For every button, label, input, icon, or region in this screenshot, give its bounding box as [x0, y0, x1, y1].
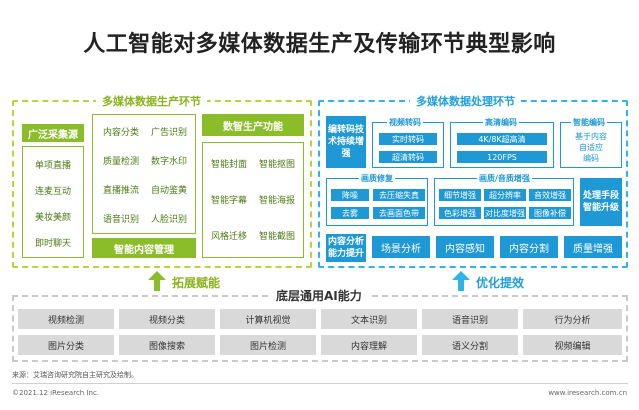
collection-item: 美妆美颜: [34, 213, 71, 223]
video-transcode-item: 实时转码: [379, 133, 437, 145]
arrow-up-icon: [452, 271, 470, 291]
digital-box: 智能封面 智能抠图 智能字幕 智能海报 风格迁移 智能截图: [202, 142, 304, 258]
image-repair-item: 去画面色带: [373, 207, 425, 219]
collection-box: 单项直播 连麦互动 美妆美颜 即时聊天: [22, 146, 84, 258]
digital-item: 智能抠图: [258, 160, 295, 170]
hd-codec-box: 高清编码 4K/8K超高清 120FPS: [450, 117, 554, 168]
digital-item: 智能海报: [258, 196, 295, 206]
image-enhance-item: 超分辨率: [484, 189, 526, 201]
ai-base-heading: 底层通用AI能力: [270, 287, 368, 304]
hd-codec-item: 120FPS: [457, 151, 547, 163]
smart-codec-item: 自适应: [579, 143, 603, 152]
ai-capability-cell: 图像搜索: [119, 335, 215, 355]
smart-codec-box: 智能编码 基于内容 自适应 编码: [560, 117, 622, 168]
image-enhance-box: 画质/音质增强 细节增强 超分辨率 音效增强 色彩增强 对比度增强 图像补偿: [434, 173, 574, 226]
ai-capability-cell: 语义分割: [422, 335, 518, 355]
ai-capability-cell: 视频编辑: [523, 335, 622, 355]
ai-capability-cell: 语音识别: [422, 309, 518, 329]
image-repair-item: 去雾: [331, 207, 369, 219]
left-arrow-label: 拓展赋能: [172, 276, 221, 290]
image-enhance-item: 色彩增强: [439, 207, 481, 219]
digital-title: 数智生产功能: [202, 114, 304, 136]
ai-capability-cell: 视频检测: [18, 309, 114, 329]
content-mgmt-item: 质量检测: [102, 157, 139, 167]
ai-capability-cell: 文本识别: [321, 309, 417, 329]
analysis-item: 场景分析: [372, 236, 430, 258]
footer-divider: [12, 383, 628, 384]
ai-capability-cell: 内容理解: [321, 335, 417, 355]
content-mgmt-item: 内容分类: [102, 128, 139, 138]
content-mgmt-item: 语音识别: [102, 215, 139, 225]
content-mgmt-item: 人脸识别: [150, 215, 187, 225]
digital-item: 智能截图: [258, 232, 295, 242]
image-enhance-item: 细节增强: [439, 189, 481, 201]
ai-capability-cell: 图片检测: [220, 335, 316, 355]
processing-heading: 多媒体数据处理环节: [410, 93, 521, 109]
production-panel: 多媒体数据生产环节 广泛采集源 单项直播 连麦互动 美妆美颜 即时聊天 内容分类…: [12, 93, 312, 268]
image-repair-box: 画质修复 降噪 去压缩失真 去雾 去画面色带: [326, 173, 428, 226]
hd-codec-item: 4K/8K超高清: [457, 133, 547, 145]
collection-title: 广泛采集源: [22, 124, 84, 142]
image-enhance-item: 音效增强: [529, 189, 571, 201]
collection-item: 单项直播: [34, 161, 71, 171]
copyright: ©2021.12 iResearch Inc.: [12, 389, 100, 397]
video-transcode-title: 视频转码: [387, 117, 423, 128]
content-mgmt-item: 自动鉴黄: [150, 186, 187, 196]
website-link[interactable]: www.iresearch.com.cn: [548, 389, 627, 397]
image-enhance-item: 图像补偿: [529, 207, 571, 219]
digital-item: 智能字幕: [210, 196, 247, 206]
smart-codec-item: 基于内容: [575, 132, 607, 141]
video-transcode-item: 超清转码: [379, 151, 437, 163]
image-enhance-title: 画质/音质增强: [477, 173, 532, 184]
codec-tech-label: 编转码技术持续增强: [326, 116, 366, 168]
smart-codec-title: 智能编码: [571, 117, 607, 128]
collection-item: 即时聊天: [34, 239, 71, 249]
processing-panel: 多媒体数据处理环节 编转码技术持续增强 视频转码 实时转码 超清转码 高清编码 …: [318, 93, 628, 268]
ai-capability-cell: 视频分类: [119, 309, 215, 329]
video-transcode-box: 视频转码 实时转码 超清转码: [372, 117, 444, 168]
ai-base-panel: 底层通用AI能力 视频检测 视频分类 计算机视觉 文本识别 语音识别 行为分析 …: [12, 287, 628, 362]
content-mgmt-title: 智能内容管理: [92, 238, 196, 258]
ai-capability-cell: 计算机视觉: [220, 309, 316, 329]
hd-codec-title: 高清编码: [483, 117, 519, 128]
content-mgmt-item: 广告识别: [150, 128, 187, 138]
content-analysis-label: 内容分析能力提升: [326, 234, 366, 262]
analysis-item: 内容分割: [500, 236, 558, 258]
image-enhance-item: 对比度增强: [484, 207, 526, 219]
page-title: 人工智能对多媒体数据生产及传输环节典型影响: [83, 32, 556, 57]
image-repair-item: 降噪: [331, 189, 369, 201]
ai-capability-cell: 图片分类: [18, 335, 114, 355]
analysis-item: 质量增强: [564, 236, 622, 258]
digital-item: 智能封面: [210, 160, 247, 170]
arrow-up-icon: [148, 271, 166, 291]
analysis-item: 内容感知: [436, 236, 494, 258]
image-repair-title: 画质修复: [359, 173, 395, 184]
right-arrow-label: 优化提效: [476, 276, 525, 290]
smart-codec-item: 编码: [583, 154, 599, 163]
production-heading: 多媒体数据生产环节: [96, 93, 207, 109]
source-note: 来源：艾瑞咨询研究院自主研究及绘制。: [12, 371, 138, 379]
processing-upgrade-label: 处理手段智能升级: [580, 178, 622, 226]
digital-item: 风格迁移: [210, 232, 247, 242]
content-mgmt-item: 直播推流: [102, 186, 139, 196]
content-mgmt-box: 内容分类 广告识别 质量检测 数字水印 直播推流 自动鉴黄 语音识别 人脸识别: [92, 114, 196, 234]
image-repair-item: 去压缩失真: [373, 189, 425, 201]
content-mgmt-item: 数字水印: [150, 157, 187, 167]
ai-capability-cell: 行为分析: [523, 309, 622, 329]
collection-item: 连麦互动: [34, 187, 71, 197]
